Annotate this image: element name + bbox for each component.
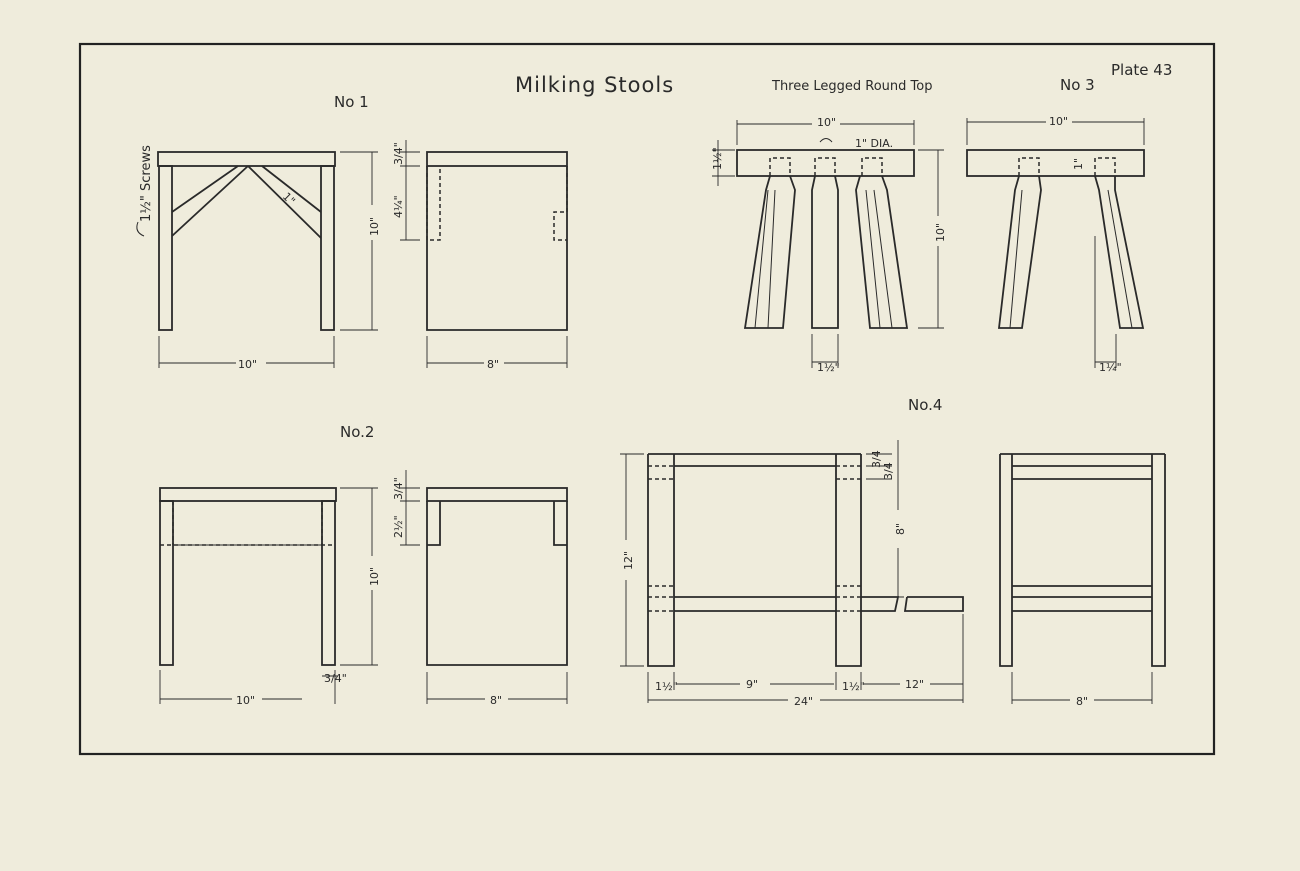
stool-4-rail-height: 8" [894, 523, 907, 535]
stool-2-depth: 8" [490, 694, 502, 707]
stool-3-leg-thickness: 1½" [817, 361, 840, 374]
stool-3-leg-offset: 1¼" [1099, 361, 1122, 374]
stool-2-top-thickness: 3/4" [392, 477, 405, 500]
stool-4-leg-left: 1½" [655, 680, 678, 693]
stool-3-height: 10" [934, 223, 947, 242]
stool-1-rail-depth: 4¼" [392, 195, 405, 218]
stool-3-top-thickness: 1½" [711, 147, 724, 170]
stool-1-top-thickness: 3/4" [392, 142, 405, 165]
stool-2-leg-thickness: 3/4" [324, 672, 347, 685]
stool-2-label: No.2 [340, 423, 374, 441]
stool-4-rail: 3/4 [882, 462, 895, 480]
stool-4-total-length: 24" [794, 695, 813, 708]
stool-3-width-front: 10" [817, 116, 836, 129]
stool-4-height: 12" [622, 551, 635, 570]
plate-title: Milking Stools [515, 73, 674, 97]
stool-1-width: 10" [238, 358, 257, 371]
stool-3-width-side: 10" [1049, 115, 1068, 128]
stool-4-extension: 12" [905, 678, 924, 691]
stool-2-width: 10" [236, 694, 255, 707]
plate-number: Plate 43 [1111, 61, 1172, 79]
stool-1-label: No 1 [334, 93, 369, 111]
stool-4-leg-right: 1½" [842, 680, 865, 693]
stool-3-label: No 3 [1060, 76, 1095, 94]
stool-4-span: 9" [746, 678, 758, 691]
stool-2-height: 10" [368, 567, 381, 586]
stool-4-label: No.4 [908, 396, 942, 414]
plate-subtitle: Three Legged Round Top [771, 79, 932, 94]
stool-2-rail-depth: 2½" [392, 515, 405, 538]
stool-3-hole-dia: 1" DIA. [855, 137, 893, 150]
stool-1-drawing: No 1 1" 1½" Screws 10" 10" 3/4" 4¼" 8" [136, 93, 568, 371]
stool-3-tenon: 1" [1072, 158, 1085, 170]
stool-1-depth: 8" [487, 358, 499, 371]
stool-4-depth: 8" [1076, 695, 1088, 708]
plate-border [78, 42, 1216, 756]
stool-4-drawing: No.4 12" 3/4 3/4 8" 1½" 9" 1½" 12" 24" 8… [620, 396, 1166, 708]
stool-3-drawing: No 3 10" 1" DIA. 1½" 10" 1½" 10" 1" 1¼" [711, 76, 1145, 374]
stool-4-top-thickness: 3/4 [870, 450, 883, 468]
stool-1-height: 10" [368, 217, 381, 236]
stool-2-drawing: No.2 10" 3/4" 10" 3/4" 2½" 8" [159, 423, 568, 707]
stool-1-screws-note: 1½" Screws [139, 145, 154, 222]
